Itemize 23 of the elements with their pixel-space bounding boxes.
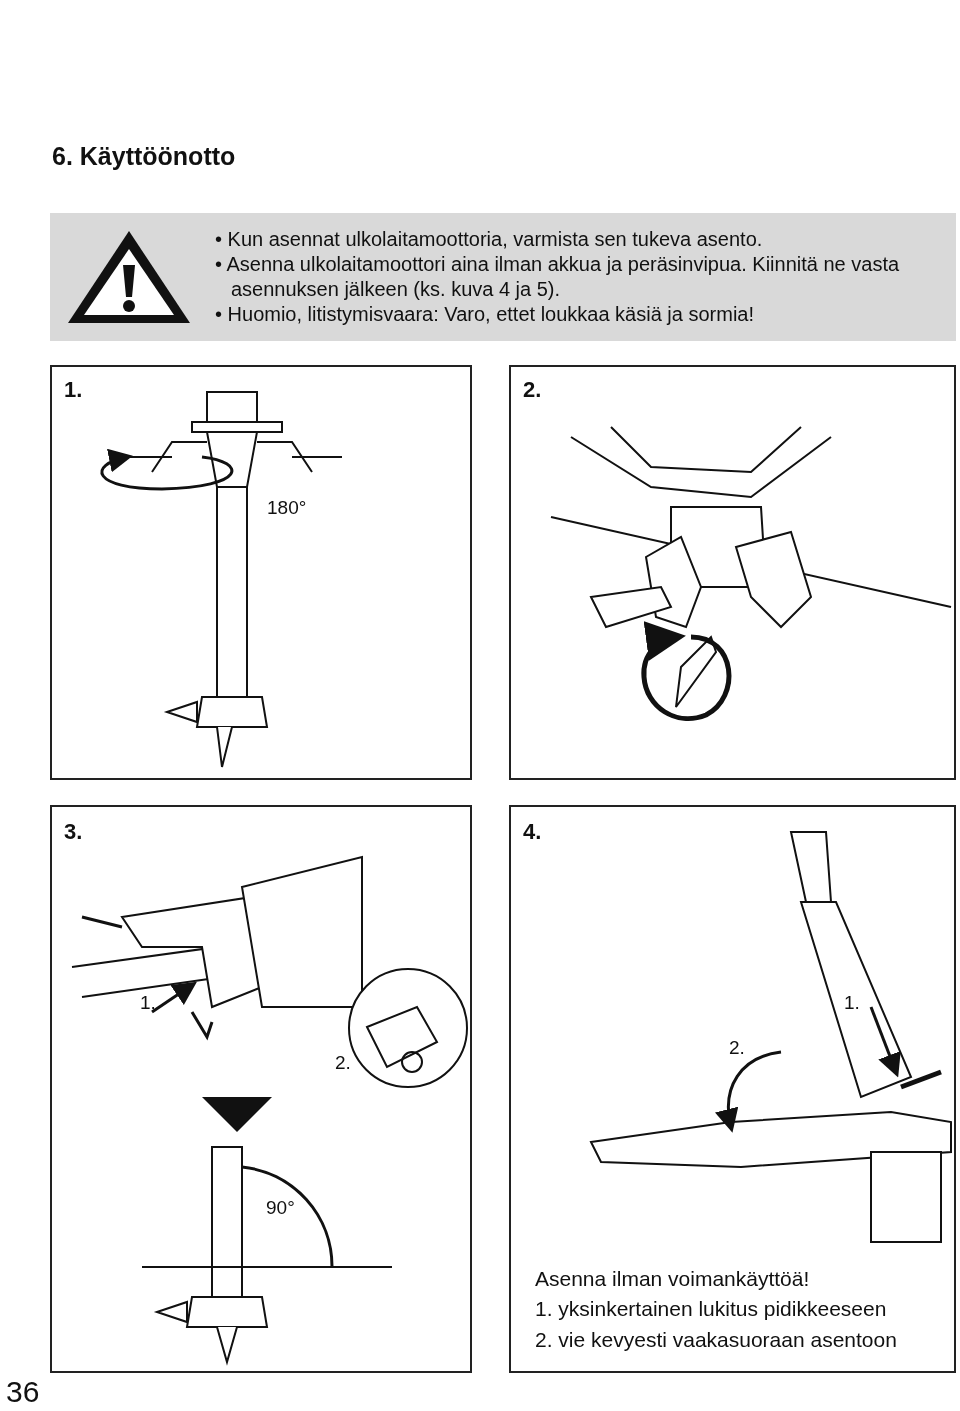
angle-label: 90° [266, 1197, 295, 1219]
step-number: 2. [335, 1052, 351, 1074]
illustration-panel [50, 805, 472, 1373]
page-number: 36 [6, 1375, 40, 1409]
section-title: 6. Käyttöönotto [52, 142, 236, 171]
panel-number: 4. [523, 819, 542, 845]
instruction-text: 2. vie kevyesti vaakasuoraan asentoon [535, 1328, 897, 1352]
warning-text: • Huomio, litistymisvaara: Varo, ettet loukkaa käsiä ja sormia! [215, 302, 756, 327]
warning-panel [50, 213, 956, 341]
panel-number: 2. [523, 377, 542, 403]
illustration-panel [50, 365, 472, 780]
illustration-panel [509, 805, 956, 1373]
instruction-text: Asenna ilman voimankäyttöä! [535, 1267, 810, 1291]
step-number: 2. [729, 1037, 745, 1059]
step-number: 1. [844, 992, 860, 1014]
step-number: 1. [140, 992, 156, 1014]
angle-label: 180° [267, 497, 307, 519]
warning-text: • Asenna ulkolaitamoottori aina ilman akkua ja peräsinvipua. Kiinnitä ne vasta asennuksen jälkeen (ks. kuva 4 ja 5). [215, 252, 901, 302]
illustration-panel [509, 365, 956, 780]
instruction-text: 1. yksinkertainen lukitus pidikkeeseen [535, 1297, 887, 1321]
panel-number: 1. [64, 377, 83, 403]
panel-number: 3. [64, 819, 83, 845]
warning-text: • Kun asennat ulkolaitamoottoria, varmista sen tukeva asento. [215, 227, 764, 252]
